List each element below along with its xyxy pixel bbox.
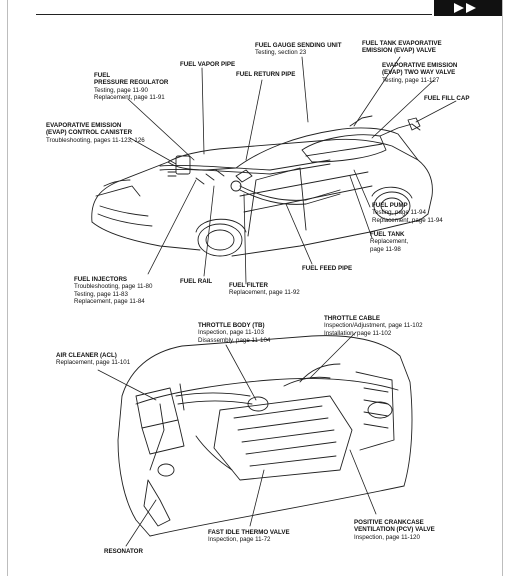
- engine-bay-outline: [117, 335, 413, 537]
- label-fuel-rail: FUEL RAIL: [180, 278, 213, 285]
- label-fuel-feed-pipe: FUEL FEED PIPE: [302, 265, 353, 272]
- label-fuel-filter: FUEL FILTER Replacement, page 11-92: [229, 282, 300, 297]
- tab-arrow-icon: [466, 3, 476, 13]
- label-fast-idle-thermo-valve: FAST IDLE THERMO VALVE Inspection, page …: [208, 529, 290, 544]
- label-fuel-pump: FUEL PUMP Testing, page 11-94 Replacemen…: [372, 202, 443, 224]
- label-resonator: RESONATOR: [104, 548, 143, 555]
- label-evap-control-canister: EVAPORATIVE EMISSION (EVAP) CONTROL CANI…: [46, 122, 145, 144]
- label-throttle-cable: THROTTLE CABLE Inspection/Adjustment, pa…: [324, 315, 423, 337]
- label-fuel-tank: FUEL TANK Replacement, page 11-98: [370, 231, 409, 253]
- label-pcv-valve: POSITIVE CRANKCASE VENTILATION (PCV) VAL…: [354, 519, 435, 541]
- header-rule: [36, 14, 432, 15]
- tab-arrow-icon: [454, 3, 464, 13]
- label-fuel-fill-cap: FUEL FILL CAP: [424, 95, 470, 102]
- label-fuel-return-pipe: FUEL RETURN PIPE: [236, 71, 296, 78]
- leader-lines: [97, 56, 457, 547]
- page-right-border: [502, 0, 503, 576]
- label-air-cleaner: AIR CLEANER (ACL) Replacement, page 11-1…: [56, 352, 131, 367]
- label-fuel-vapor-pipe: FUEL VAPOR PIPE: [180, 61, 236, 68]
- label-fuel-gauge-sending-unit: FUEL GAUGE SENDING UNIT Testing, section…: [255, 42, 342, 57]
- label-throttle-body: THROTTLE BODY (TB) Inspection, page 11-1…: [198, 322, 271, 344]
- label-fuel-pressure-regulator: FUEL PRESSURE REGULATOR Testing, page 11…: [94, 72, 169, 101]
- car-body-outline: [91, 115, 433, 257]
- label-fuel-injectors: FUEL INJECTORS Troubleshooting, page 11-…: [74, 276, 153, 305]
- label-evap-two-way-valve: EVAPORATIVE EMISSION (EVAP) TWO WAY VALV…: [382, 62, 458, 84]
- page-left-border: [7, 0, 8, 576]
- label-fuel-tank-evap-valve: FUEL TANK EVAPORATIVE EMISSION (EVAP) VA…: [362, 40, 442, 55]
